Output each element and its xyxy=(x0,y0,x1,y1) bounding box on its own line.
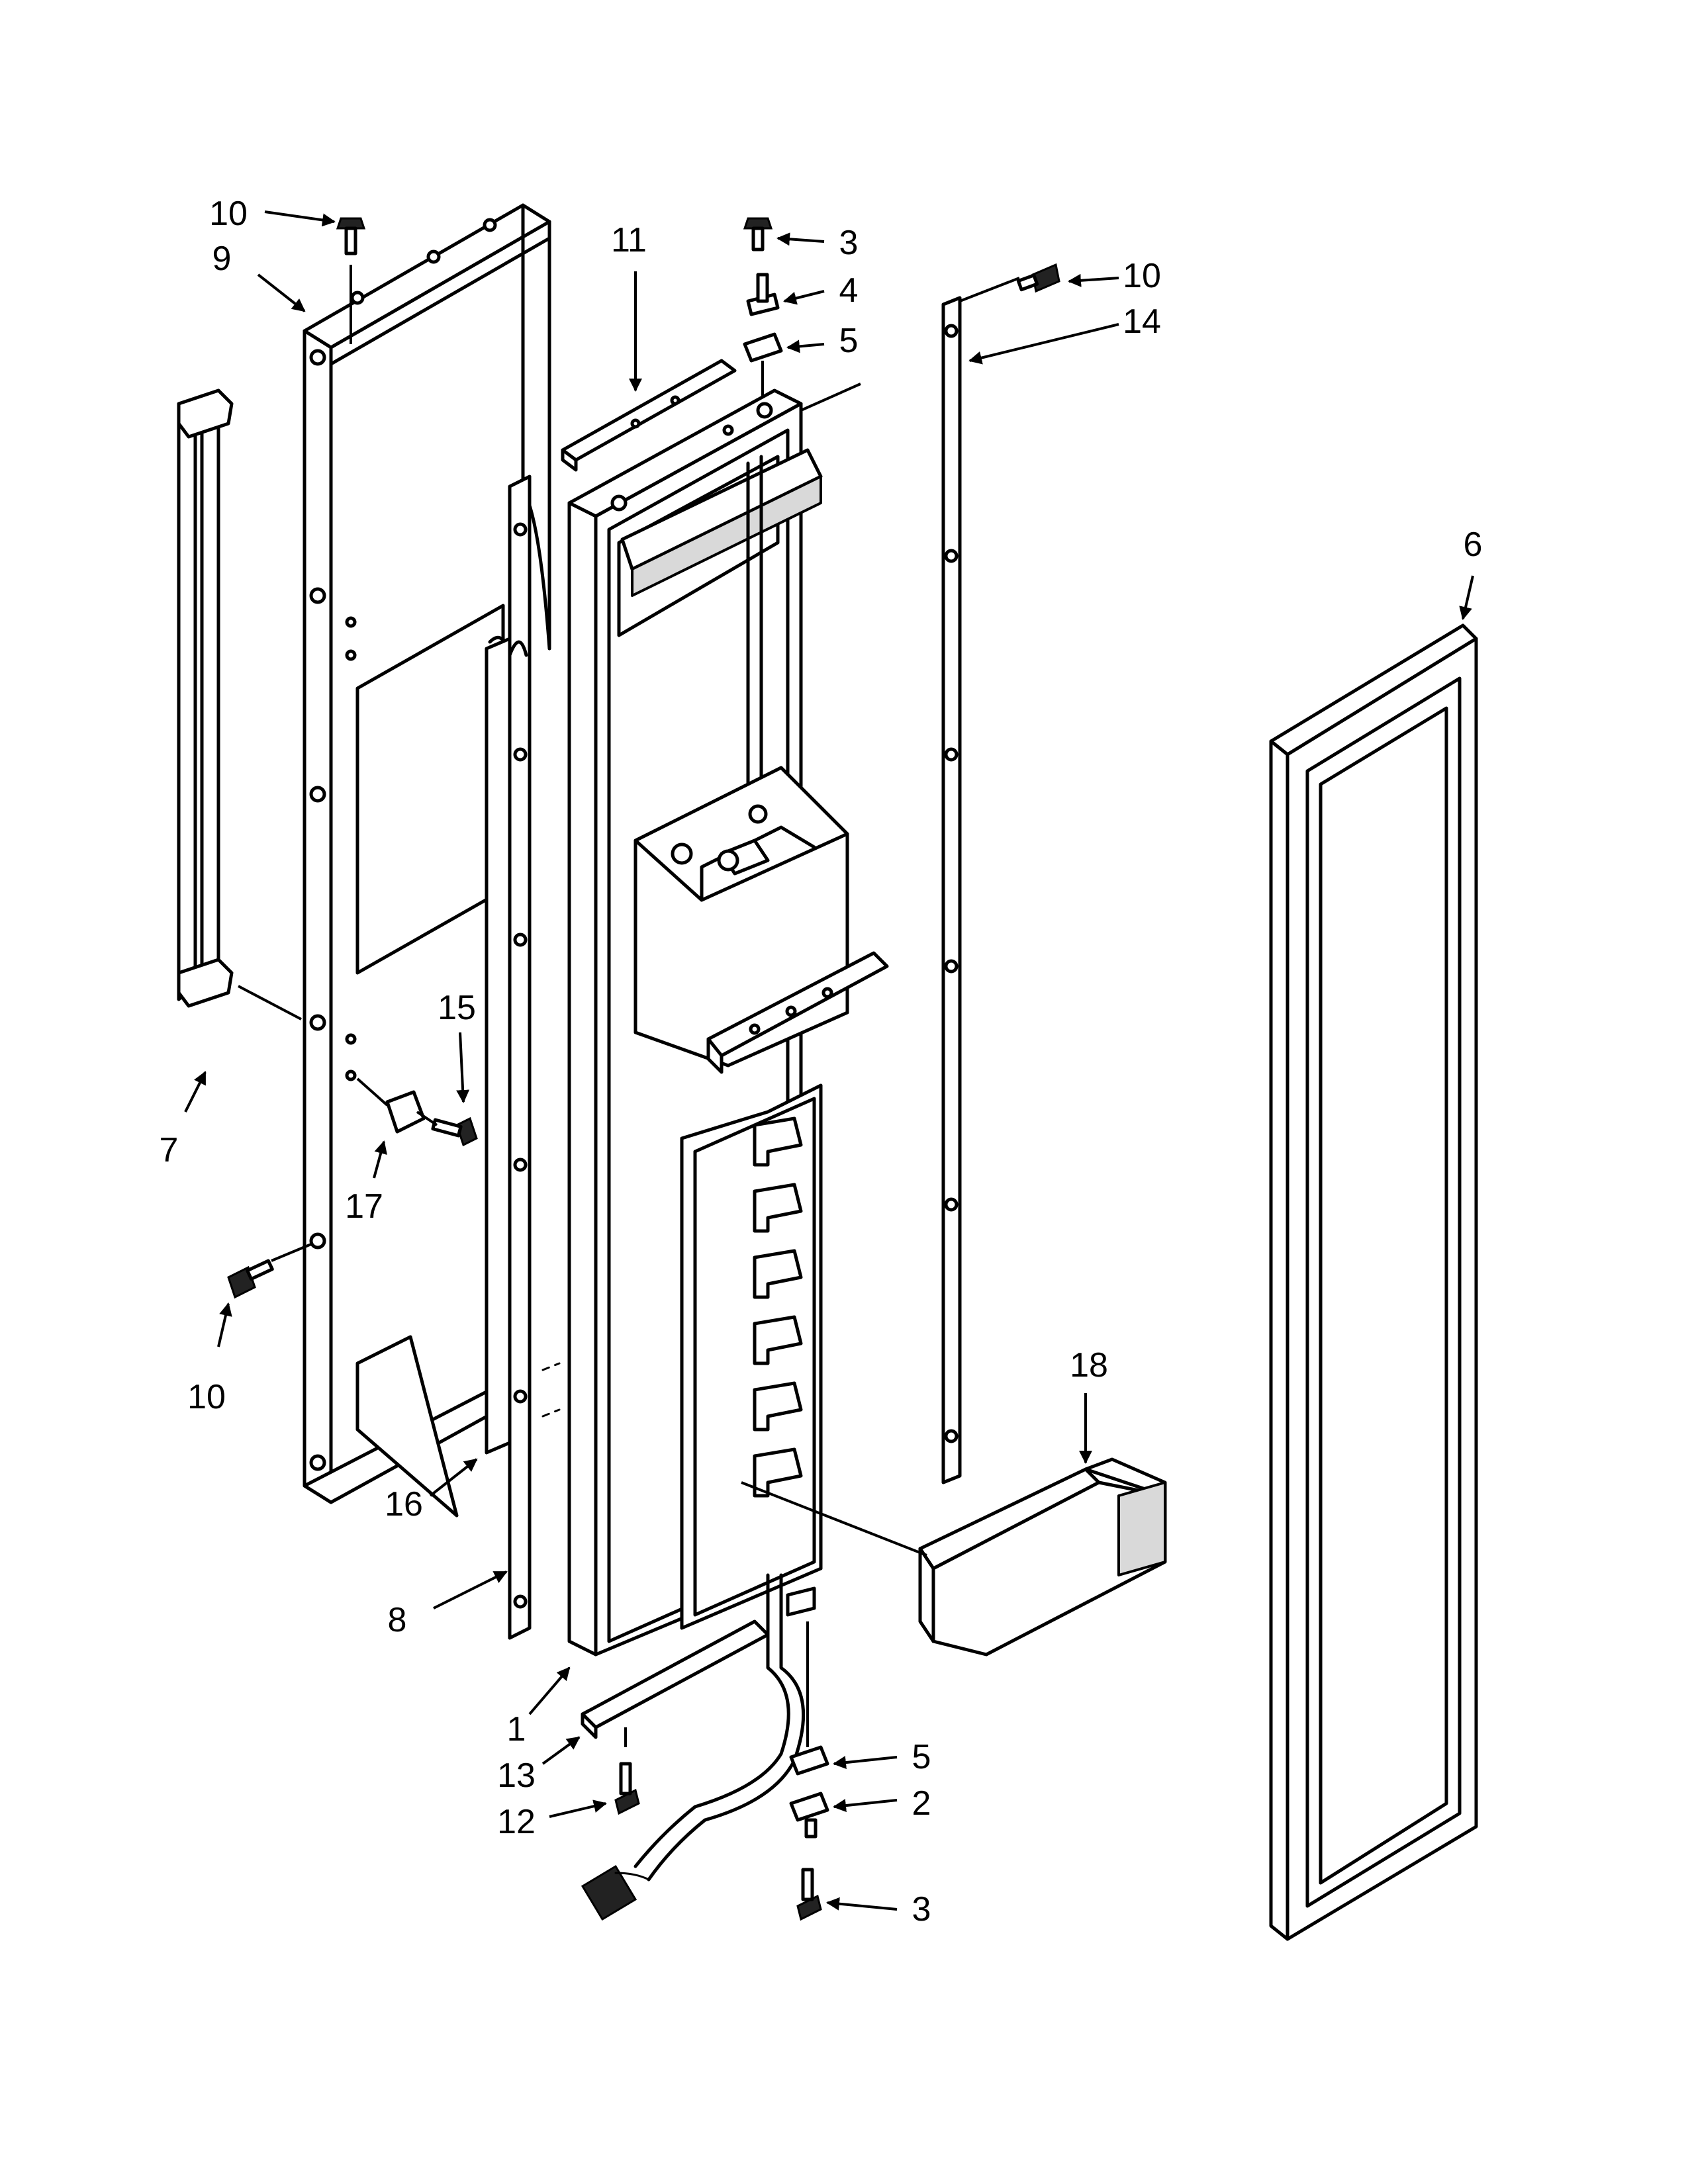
door-gasket xyxy=(1269,623,1478,1941)
callout-7: 7 xyxy=(160,1131,179,1169)
hinge-pin-top xyxy=(746,273,780,316)
callout-10-top: 10 xyxy=(209,195,248,233)
plate-17 xyxy=(356,1077,438,1134)
callout-13: 13 xyxy=(497,1756,536,1795)
callout-3-bottom: 3 xyxy=(912,1890,931,1929)
callout-12: 12 xyxy=(497,1803,536,1841)
door-strip-right xyxy=(941,296,962,1484)
screw-15 xyxy=(431,1116,478,1147)
callout-labels: 10 9 11 3 4 5 10 14 6 7 15 17 10 16 8 18… xyxy=(160,195,1483,1929)
door-strip-left xyxy=(485,475,561,1640)
callout-18: 18 xyxy=(1070,1346,1108,1385)
callout-2: 2 xyxy=(912,1784,931,1823)
callout-11: 11 xyxy=(611,221,647,259)
callout-15: 15 xyxy=(438,989,476,1027)
shim-top xyxy=(743,332,783,397)
callout-3-top: 3 xyxy=(839,224,859,262)
callout-8: 8 xyxy=(388,1601,407,1639)
screw-12 xyxy=(614,1727,640,1815)
callout-17: 17 xyxy=(345,1187,383,1226)
bottom-trim-strip xyxy=(581,1619,770,1739)
door-bin xyxy=(741,1457,1167,1657)
callout-5-bottom: 5 xyxy=(912,1738,931,1776)
callout-arrows xyxy=(184,210,1474,1911)
callout-9: 9 xyxy=(212,240,232,278)
connector-leader xyxy=(800,277,1020,412)
door-handle xyxy=(177,388,302,1021)
screw-left-lower xyxy=(227,1243,312,1299)
bin-supports xyxy=(753,1116,803,1498)
top-trim-strip xyxy=(561,359,737,472)
shim-bottom xyxy=(789,1745,829,1776)
screw-top-left xyxy=(336,217,366,344)
freezer-door-assembly xyxy=(567,388,889,1921)
callout-4: 4 xyxy=(839,271,859,310)
callout-16: 16 xyxy=(385,1485,423,1524)
screw-top-center xyxy=(743,217,773,251)
callout-5-top: 5 xyxy=(839,322,859,360)
screw-right xyxy=(1016,263,1060,293)
callout-1: 1 xyxy=(507,1710,526,1749)
screw-bottom xyxy=(796,1868,822,1921)
callout-14: 14 xyxy=(1123,302,1161,341)
callout-6: 6 xyxy=(1464,525,1483,564)
callout-10-left: 10 xyxy=(187,1378,226,1416)
hinge-bottom xyxy=(789,1621,829,1839)
callout-10-right: 10 xyxy=(1123,257,1161,295)
